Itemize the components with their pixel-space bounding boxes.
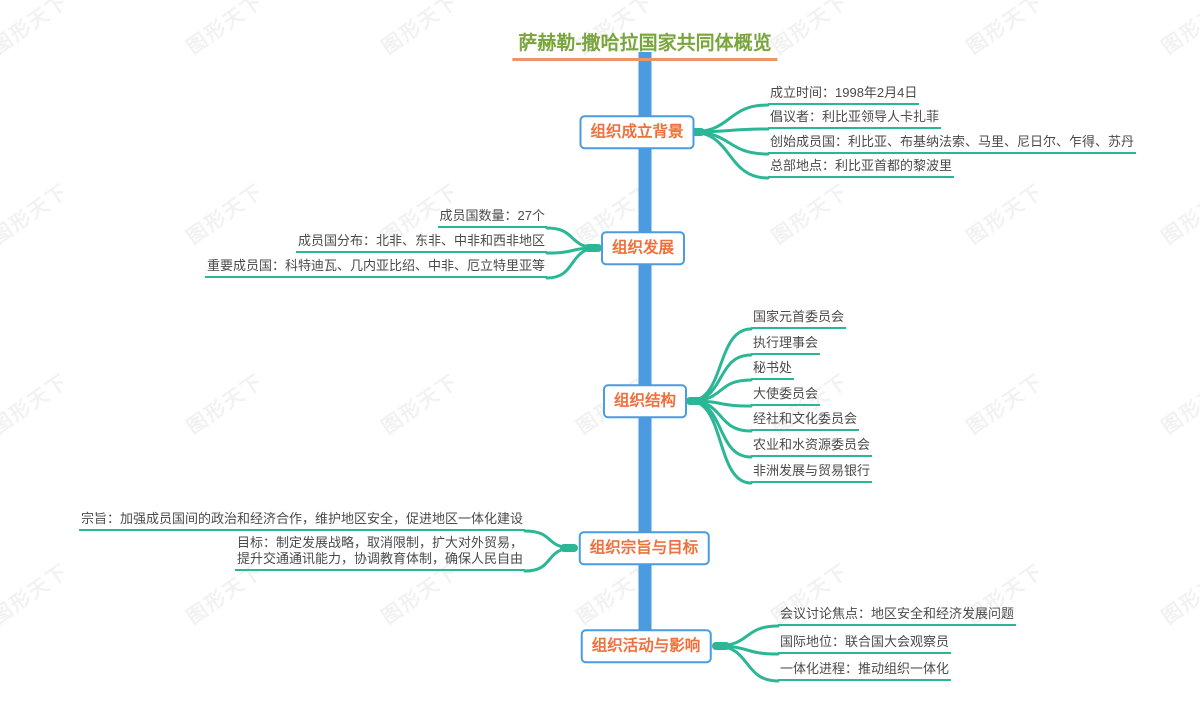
leaf-item[interactable]: 成员国数量：27个 <box>437 208 547 228</box>
leaf-item[interactable]: 一体化进程：推动组织一体化 <box>778 661 952 681</box>
topic-node-structure[interactable]: 组织结构 <box>602 384 688 418</box>
leaf-item[interactable]: 经社和文化委员会 <box>751 411 860 431</box>
branch-curve <box>523 546 576 573</box>
leaf-item[interactable]: 执行理事会 <box>751 335 821 355</box>
leaf-item[interactable]: 倡议者：利比亚领导人卡扎菲 <box>768 109 942 129</box>
leaf-item[interactable]: 创始成员国：利比亚、布基纳法索、马里、尼日尔、乍得、苏丹 <box>768 134 1137 154</box>
topic-node-development[interactable]: 组织发展 <box>600 231 686 265</box>
leaf-item[interactable]: 秘书处 <box>751 360 795 380</box>
leaf-item[interactable]: 成员国分布：北非、东非、中非和西非地区 <box>295 233 547 253</box>
leaf-item[interactable]: 重要成员国：科特迪瓦、几内亚比绍、中非、厄立特里亚等 <box>204 258 547 278</box>
branch-curve <box>714 644 780 683</box>
topic-node-purpose-goals[interactable]: 组织宗旨与目标 <box>578 531 710 565</box>
leaf-item[interactable]: 会议讨论焦点：地区安全和经济发展问题 <box>778 606 1017 626</box>
leaf-item[interactable]: 农业和水资源委员会 <box>751 437 873 457</box>
topic-node-founding-background[interactable]: 组织成立背景 <box>579 115 695 149</box>
branch-curve <box>688 399 753 485</box>
topic-node-activities-impact[interactable]: 组织活动与影响 <box>580 629 712 663</box>
leaf-item[interactable]: 国际地位：联合国大会观察员 <box>778 634 952 654</box>
leaf-item[interactable]: 目标：制定发展战略，取消限制，扩大对外贸易， 提升交通通讯能力，协调教育体制，确… <box>234 535 525 571</box>
branch-curve <box>689 130 770 180</box>
leaf-item[interactable]: 宗旨：加强成员国间的政治和经济合作，维护地区安全，促进地区一体化建设 <box>78 511 525 531</box>
leaf-item[interactable]: 总部地点：利比亚首都的黎波里 <box>768 158 955 178</box>
branch-curve <box>545 246 600 280</box>
leaf-item[interactable]: 成立时间：1998年2月4日 <box>768 85 920 105</box>
leaf-item[interactable]: 国家元首委员会 <box>751 309 847 329</box>
root-topic-title[interactable]: 萨赫勒-撒哈拉国家共同体概览 <box>512 28 778 61</box>
leaf-item[interactable]: 大使委员会 <box>751 386 821 406</box>
leaf-item[interactable]: 非洲发展与贸易银行 <box>751 463 873 483</box>
